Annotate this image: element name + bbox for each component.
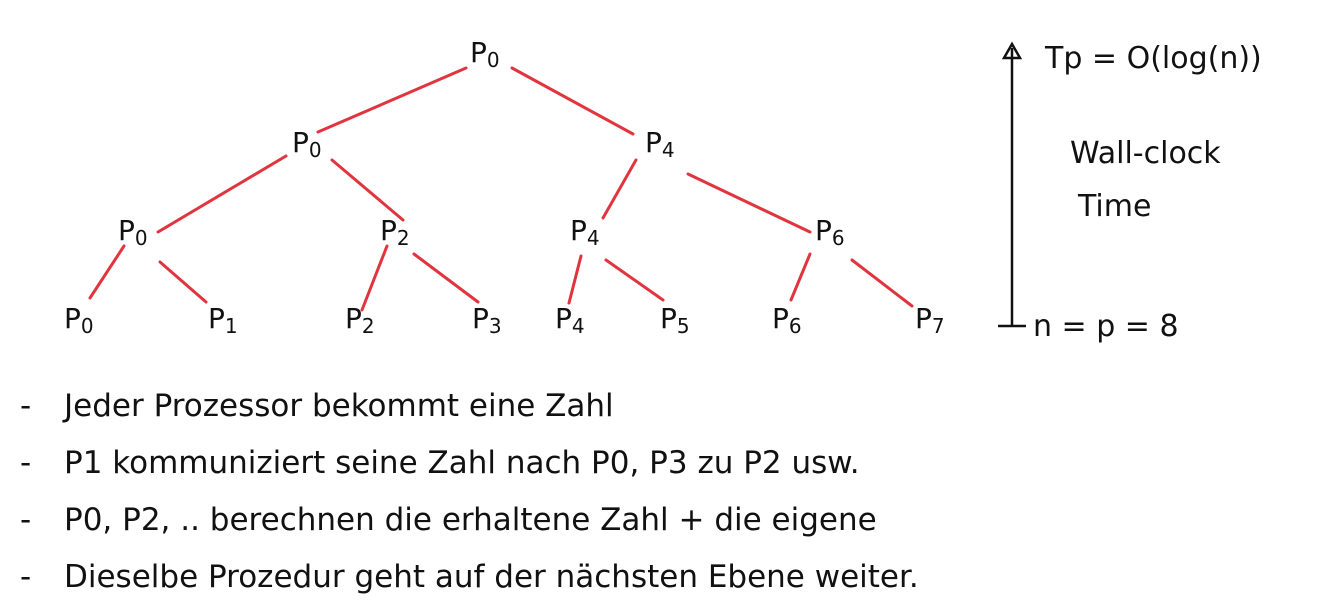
tree-edge	[567, 254, 583, 305]
tree-edges	[88, 66, 914, 312]
tree-edge	[686, 172, 812, 234]
note-item: -P1 kommuniziert seine Zahl nach P0, P3 …	[20, 435, 1300, 492]
tree-edge	[510, 66, 635, 136]
tree-leaf: P5	[660, 302, 690, 338]
tree-leaf: P3	[472, 302, 502, 338]
tree-node-level2: P4	[570, 214, 600, 250]
note-text: P1 kommuniziert seine Zahl nach P0, P3 z…	[64, 445, 860, 481]
time-axis-arrowhead	[1001, 41, 1023, 60]
tree-node-level2: P2	[380, 214, 410, 250]
time-formula: Tp = O(log(n))	[1044, 41, 1262, 76]
tree-edge	[412, 252, 480, 304]
note-dash: -	[20, 388, 32, 424]
tree-leaf: P7	[915, 302, 945, 338]
tree-leaf: P4	[555, 302, 585, 338]
time-axis	[998, 41, 1026, 328]
tree-edge	[604, 258, 665, 302]
tree-edge	[601, 158, 638, 220]
tree-node-level1: P0	[292, 126, 322, 162]
note-text: Dieselbe Prozedur geht auf der nächsten …	[64, 559, 919, 595]
tree-edge	[316, 66, 468, 134]
tree-leaf: P2	[345, 302, 375, 338]
note-dash: -	[20, 445, 32, 481]
note-text: Jeder Prozessor bekommt eine Zahl	[64, 388, 614, 424]
tree-node-root: P0	[470, 36, 500, 72]
wall-clock-label: Wall-clock	[1070, 136, 1221, 171]
tree-edge	[789, 252, 812, 302]
tree-leaf: P1	[208, 302, 238, 338]
note-text: P0, P2, .. berechnen die erhaltene Zahl …	[64, 502, 877, 538]
tree-edge	[850, 258, 914, 308]
tree-edge	[158, 260, 208, 304]
tree-node-level2: P6	[815, 214, 845, 250]
tree-node-level2: P0	[118, 214, 148, 250]
tree-edge	[88, 244, 126, 300]
notes-list: -Jeder Prozessor bekommt eine Zahl -P1 k…	[20, 378, 1300, 606]
problem-size-label: n = p = 8	[1033, 309, 1179, 344]
tree-edge	[156, 154, 288, 234]
tree-node-level1: P4	[645, 126, 675, 162]
tree-leaf: P6	[772, 302, 802, 338]
tree-edge	[330, 158, 405, 222]
note-item: -Jeder Prozessor bekommt eine Zahl	[20, 378, 1300, 435]
note-dash: -	[20, 559, 32, 595]
note-item: -Dieselbe Prozedur geht auf der nächsten…	[20, 549, 1300, 606]
note-dash: -	[20, 502, 32, 538]
tree-leaf: P0	[64, 302, 94, 338]
time-label: Time	[1077, 189, 1151, 224]
tree-edge	[360, 244, 389, 312]
note-item: -P0, P2, .. berechnen die erhaltene Zahl…	[20, 492, 1300, 549]
